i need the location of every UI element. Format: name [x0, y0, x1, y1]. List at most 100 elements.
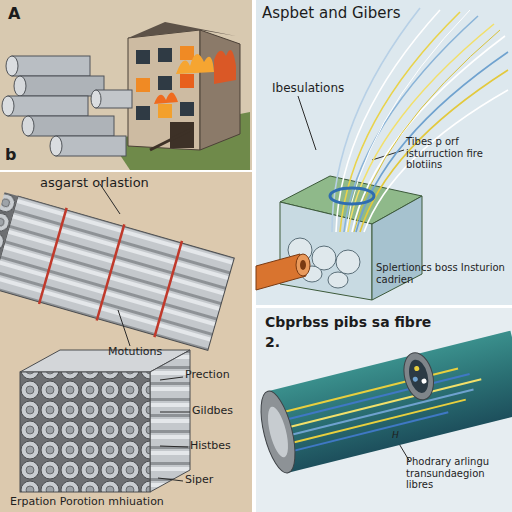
illustration-part — [283, 412, 448, 453]
illustration-part — [56, 136, 126, 156]
part-label: Splertioncs boss Insturion cadrien — [376, 262, 506, 285]
illustration-part — [281, 400, 465, 446]
fibre-cable — [254, 329, 512, 476]
illustration-part — [50, 136, 62, 156]
illustration-part — [348, 24, 494, 232]
illustration-part — [39, 208, 67, 304]
panel-heading: asgarst orlastion — [40, 175, 252, 190]
illustration-part — [154, 92, 178, 104]
illustration-part — [336, 10, 440, 232]
illustration-part — [352, 36, 505, 232]
illustration-part — [279, 389, 473, 437]
illustration-part — [28, 116, 114, 136]
illustration-part — [344, 16, 478, 232]
illustration-part — [268, 331, 512, 473]
illustration-part — [180, 74, 194, 88]
panel-heading: Aspbet and Gibers — [262, 4, 512, 22]
fire-building-scene — [2, 22, 250, 170]
illustration-part — [150, 350, 190, 492]
illustration-part — [406, 358, 432, 395]
illustration-part — [0, 196, 234, 350]
part-label: Ibesulations — [272, 82, 382, 96]
illustration-part — [274, 369, 458, 415]
part-label: Tibes p orf isturruction fire blotiins — [406, 136, 508, 171]
illustration-part — [421, 378, 427, 384]
orange-pipe — [256, 254, 310, 290]
illustration-part — [6, 56, 18, 76]
illustration-part — [176, 54, 214, 74]
illustration-part — [214, 50, 236, 84]
illustration-part — [0, 190, 235, 352]
illustration-part — [264, 405, 292, 459]
illustration-part — [256, 254, 306, 290]
illustration-part — [300, 260, 306, 270]
illustration-part — [158, 478, 183, 481]
panel-heading: A — [8, 4, 252, 23]
illustration-part — [118, 310, 130, 346]
panel-cable: Cbprbss pibs sa fibre — [256, 308, 512, 512]
illustration-part — [278, 379, 482, 430]
panel-b: asgarst orlastion — [0, 172, 252, 512]
illustration-part — [354, 30, 500, 232]
part-label: Phodrary arlingu transundaegion libres — [406, 456, 510, 491]
illustration-part — [20, 372, 150, 492]
illustration-part — [302, 266, 322, 282]
leader-lines — [100, 96, 412, 481]
illustration-part — [312, 246, 336, 270]
illustration-part — [128, 30, 200, 150]
illustration-part — [150, 130, 190, 150]
illustration-part — [100, 184, 120, 214]
part-label: Gildbes — [192, 405, 252, 418]
illustration-part — [158, 104, 172, 118]
illustration-part — [160, 377, 183, 380]
illustration-part — [96, 90, 132, 108]
panel-heading: Cbprbss pibs sa fibre — [265, 314, 512, 330]
illustration-part — [280, 176, 422, 224]
illustration-part — [97, 224, 125, 320]
illustration-part — [414, 366, 420, 372]
illustration-part — [20, 76, 104, 96]
illustration-part — [346, 10, 470, 232]
part-label: Motutions — [108, 346, 198, 359]
illustration-part — [158, 76, 172, 90]
illustration-part — [332, 8, 420, 232]
part-label: Prection — [185, 369, 251, 382]
illustration-part — [2, 56, 132, 156]
illustration-part — [296, 254, 310, 276]
illustration-part — [154, 241, 182, 337]
illustration-part — [399, 350, 438, 403]
illustration-part — [170, 122, 194, 148]
illustration-part — [180, 102, 194, 116]
symbol-label: H — [392, 430, 406, 440]
illustration-part — [12, 56, 90, 76]
illustration-part — [288, 238, 360, 288]
illustration-part — [0, 192, 18, 288]
illustration-part — [20, 350, 190, 372]
illustration-part — [136, 78, 150, 92]
illustration-part — [110, 112, 250, 170]
panel-letter: b — [5, 146, 35, 164]
pipe-bundle-lower — [20, 350, 190, 492]
illustration-part — [254, 388, 301, 476]
bottom-note: Erpation Porotion mhiuation — [10, 496, 250, 509]
illustration-part — [330, 188, 374, 204]
part-label: Histbes — [190, 440, 250, 453]
illustration-part — [372, 150, 404, 160]
illustration-part — [398, 420, 412, 433]
illustration-part — [412, 376, 418, 382]
illustration-part — [14, 76, 26, 96]
part-label: Siper — [185, 474, 245, 487]
illustration-part — [328, 272, 348, 288]
illustration-part — [364, 90, 508, 232]
illustration-part — [2, 96, 14, 116]
illustration-part — [356, 52, 508, 232]
fibre-fan — [330, 8, 508, 232]
illustration-part — [136, 50, 150, 64]
illustration-part — [254, 329, 512, 476]
illustration-part — [280, 202, 372, 300]
illustration-part — [180, 46, 194, 60]
illustration-part — [22, 116, 34, 136]
panel-a: A — [0, 0, 252, 170]
illustration-part — [274, 364, 487, 454]
